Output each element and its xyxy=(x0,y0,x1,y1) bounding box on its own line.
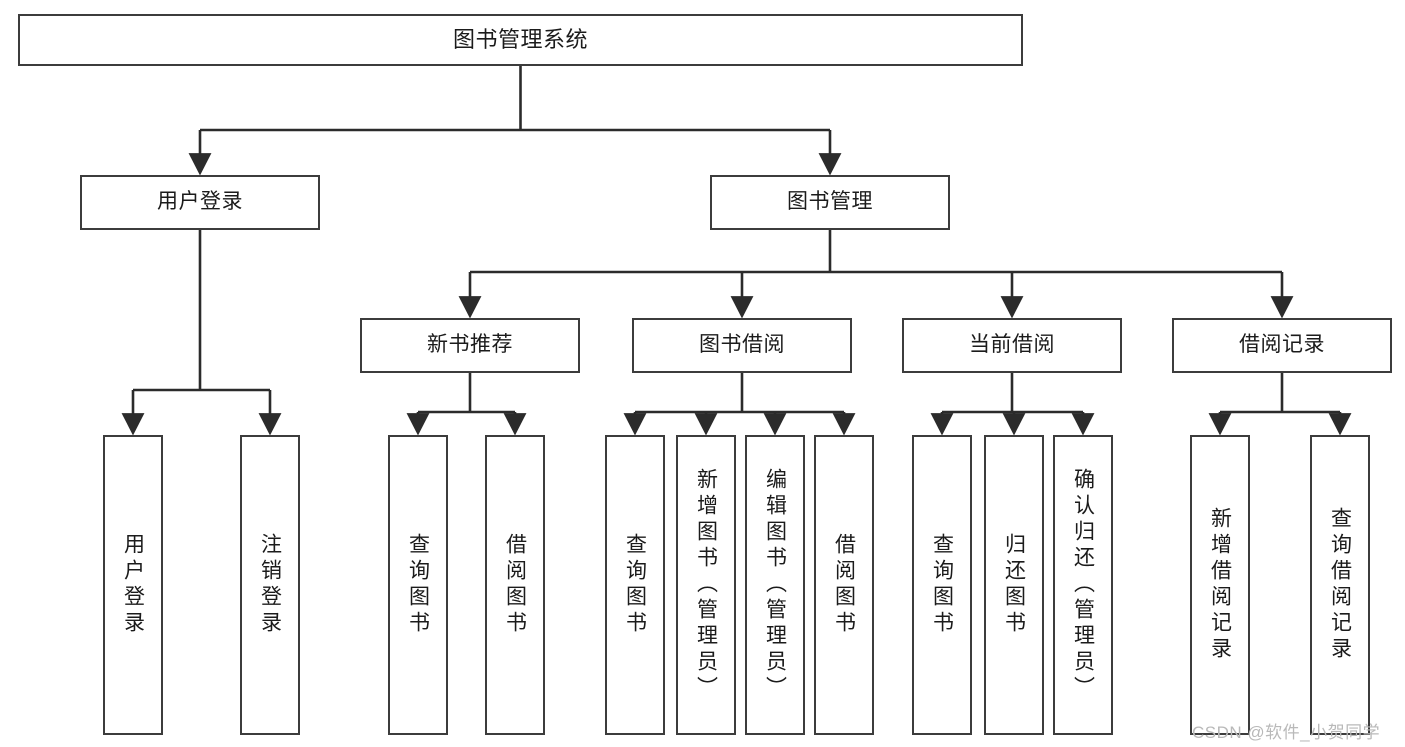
node-leaf-query-record[interactable]: 查询借阅记录 xyxy=(1310,435,1370,735)
node-leaf-add-book-label: 新增图书（管理员） xyxy=(694,468,718,702)
node-leaf-add-record[interactable]: 新增借阅记录 xyxy=(1190,435,1250,735)
node-leaf-query-record-label: 查询借阅记录 xyxy=(1328,507,1352,663)
node-leaf-add-book[interactable]: 新增图书（管理员） xyxy=(676,435,736,735)
node-leaf-return-book[interactable]: 归还图书 xyxy=(984,435,1044,735)
node-leaf-confirm-return-label: 确认归还（管理员） xyxy=(1071,468,1095,702)
node-leaf-edit-book-label: 编辑图书（管理员） xyxy=(763,468,787,702)
node-book-manage[interactable]: 图书管理 xyxy=(710,175,950,230)
node-leaf-add-record-label: 新增借阅记录 xyxy=(1208,507,1232,663)
node-leaf-query-book-3-label: 查询图书 xyxy=(930,533,954,637)
node-leaf-query-book-3[interactable]: 查询图书 xyxy=(912,435,972,735)
node-leaf-return-book-label: 归还图书 xyxy=(1002,533,1026,637)
node-borrow-record[interactable]: 借阅记录 xyxy=(1172,318,1392,373)
node-leaf-edit-book[interactable]: 编辑图书（管理员） xyxy=(745,435,805,735)
csdn-watermark: CSDN @软件_小贺同学 xyxy=(1192,723,1381,742)
node-borrow-record-label: 借阅记录 xyxy=(1239,333,1325,357)
node-root-book-management-system[interactable]: 图书管理系统 xyxy=(18,14,1023,66)
node-new-book-recommend-label: 新书推荐 xyxy=(427,333,513,357)
node-leaf-user-logout[interactable]: 注销登录 xyxy=(240,435,300,735)
node-new-book-recommend[interactable]: 新书推荐 xyxy=(360,318,580,373)
node-leaf-borrow-book-1[interactable]: 借阅图书 xyxy=(485,435,545,735)
node-leaf-user-login[interactable]: 用户登录 xyxy=(103,435,163,735)
node-current-borrow-label: 当前借阅 xyxy=(969,333,1055,357)
node-leaf-borrow-book-2[interactable]: 借阅图书 xyxy=(814,435,874,735)
node-leaf-confirm-return[interactable]: 确认归还（管理员） xyxy=(1053,435,1113,735)
node-book-manage-label: 图书管理 xyxy=(787,190,873,214)
node-user-login-label: 用户登录 xyxy=(157,190,243,214)
node-leaf-query-book-1-label: 查询图书 xyxy=(406,533,430,637)
node-leaf-user-logout-label: 注销登录 xyxy=(258,533,282,637)
node-current-borrow[interactable]: 当前借阅 xyxy=(902,318,1122,373)
node-book-borrow-label: 图书借阅 xyxy=(699,333,785,357)
node-leaf-borrow-book-1-label: 借阅图书 xyxy=(503,533,527,637)
node-leaf-query-book-1[interactable]: 查询图书 xyxy=(388,435,448,735)
node-book-borrow[interactable]: 图书借阅 xyxy=(632,318,852,373)
node-leaf-borrow-book-2-label: 借阅图书 xyxy=(832,533,856,637)
node-leaf-query-book-2[interactable]: 查询图书 xyxy=(605,435,665,735)
node-leaf-user-login-label: 用户登录 xyxy=(121,533,145,637)
node-user-login[interactable]: 用户登录 xyxy=(80,175,320,230)
node-leaf-query-book-2-label: 查询图书 xyxy=(623,533,647,637)
node-root-book-management-system-label: 图书管理系统 xyxy=(452,27,588,53)
